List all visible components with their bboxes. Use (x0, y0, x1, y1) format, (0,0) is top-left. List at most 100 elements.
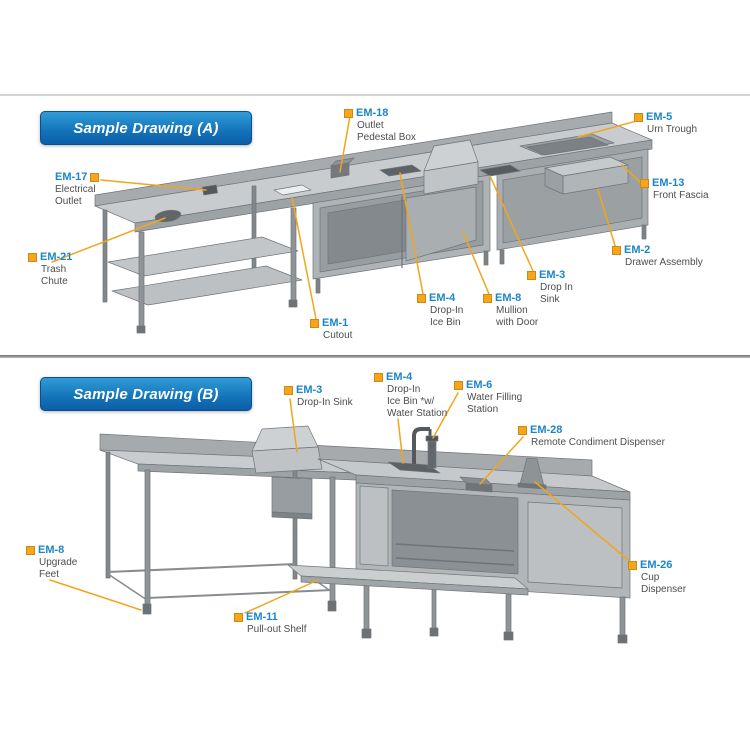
callout-em-11: EM-11 Pull-out Shelf (234, 611, 306, 636)
cabinet-left-panel (359, 485, 389, 567)
leg-foot (617, 634, 628, 644)
callout-desc: Trash Chute (41, 263, 68, 287)
callout-id: EM-4 (429, 292, 456, 304)
callout-em-6: EM-6 Water Filling Station (454, 379, 522, 416)
table-leg (138, 231, 145, 329)
callout-id: EM-8 (495, 292, 522, 304)
callout-desc: Pull-out Shelf (247, 623, 307, 635)
marker-icon (640, 178, 649, 188)
leader-em4a (399, 172, 424, 295)
callout-desc: Remote Condiment Dispenser (531, 436, 665, 448)
leader-em1 (291, 196, 317, 320)
callout-id: EM-3 (539, 269, 566, 281)
callout-desc: Water Filling Station (467, 391, 523, 415)
callout-desc: Urn Trough (647, 123, 698, 135)
callout-em-4-b: EM-4 Drop-In Ice Bin *w/ Water Station (374, 371, 447, 419)
callout-id: EM-21 (40, 251, 73, 263)
callout-desc: Drop In Sink (540, 281, 573, 305)
marker-icon (454, 380, 463, 390)
upgrade-foot (142, 603, 152, 615)
table-leg (251, 185, 257, 275)
marker-icon (234, 612, 243, 622)
cabinet-leg (641, 224, 647, 240)
drop-in-sink-a (479, 164, 521, 177)
sample-drawing-a-title: Sample Drawing (A) (73, 119, 219, 137)
leader-em18 (339, 115, 351, 173)
cabinet-leg (619, 596, 626, 638)
marker-icon (628, 560, 637, 570)
callout-em-21: EM-21 Trash Chute (28, 251, 72, 288)
callout-desc: Front Fascia (653, 189, 709, 201)
table-leg (290, 207, 297, 303)
drawer-slide (395, 557, 515, 566)
callout-em-18: EM-18 Outlet Pedestal Box (344, 107, 416, 144)
leg-foot (503, 631, 514, 641)
callout-desc: Cutout (323, 329, 353, 341)
callout-em-26: EM-26 Cup Dispenser (628, 559, 686, 596)
callout-id: EM-3 (296, 384, 323, 396)
cabinet-open-section (391, 489, 519, 575)
leader-em5 (577, 119, 641, 138)
cabinet-leg (363, 580, 370, 632)
callout-desc: Drop-In Ice Bin *w/ Water Station (387, 383, 448, 419)
upgrade-foot (327, 600, 337, 612)
leader-em3b (289, 398, 298, 453)
cabinet-leg (315, 278, 321, 294)
marker-icon (483, 293, 492, 303)
drop-in-ice-bin-a (379, 164, 422, 177)
cabinet-leg (431, 585, 437, 631)
leg-foot (288, 299, 298, 308)
callout-em-8-a: EM-8 Mullion with Door (483, 292, 538, 329)
callout-id: EM-17 (55, 171, 88, 183)
callout-em-3-b: EM-3 Drop-In Sink (284, 384, 353, 409)
sample-drawing-b-banner: Sample Drawing (B) (40, 377, 252, 411)
leader-em21 (51, 217, 166, 263)
cross-brace (146, 589, 333, 599)
leader-em8b (49, 579, 142, 611)
marker-icon (90, 172, 100, 182)
water-filling-station (427, 439, 437, 469)
hood-front-b (251, 446, 323, 474)
leader-em11 (244, 579, 319, 614)
callout-id: EM-11 (246, 611, 278, 623)
condiment-dispenser-front (465, 482, 493, 493)
electrical-outlet-box (202, 184, 218, 196)
leader-lines (49, 115, 645, 614)
undershelf-lower (111, 265, 303, 306)
marker-icon (374, 372, 383, 382)
callout-id: EM-28 (530, 424, 563, 436)
callout-id: EM-26 (640, 559, 673, 571)
marker-icon (518, 425, 527, 435)
faucet (412, 427, 430, 464)
cross-brace (107, 563, 296, 573)
marker-icon (344, 108, 353, 118)
callout-em-1: EM-1 Cutout (310, 317, 352, 342)
marker-icon (634, 112, 643, 122)
sample-drawing-a-banner: Sample Drawing (A) (40, 111, 252, 145)
callout-desc: Outlet Pedestal Box (357, 119, 416, 143)
leader-em6 (432, 392, 459, 439)
marker-icon (417, 293, 426, 303)
sample-drawing-b-title: Sample Drawing (B) (73, 385, 219, 403)
callout-desc: Cup Dispenser (641, 571, 687, 595)
marker-icon (26, 545, 35, 555)
cross-brace (107, 573, 148, 601)
callout-em-8-b: EM-8 Upgrade Feet (26, 544, 77, 581)
marker-icon (310, 318, 319, 328)
hood-front-a (423, 161, 479, 195)
leader-em26 (534, 481, 634, 565)
leg-foot (136, 325, 146, 334)
callout-desc: Upgrade Feet (39, 556, 78, 580)
callout-id: EM-8 (38, 544, 65, 556)
callout-id: EM-13 (652, 177, 685, 189)
cabinet-leg (483, 250, 489, 266)
leg-foot (361, 628, 372, 639)
callout-em-3-a: EM-3 Drop In Sink (527, 269, 573, 306)
callout-desc: Mullion with Door (496, 304, 539, 328)
callout-em-17: EM-17 Electrical Outlet (55, 171, 100, 208)
marker-icon (612, 245, 621, 255)
callout-em-13: EM-13 Front Fascia (640, 177, 709, 202)
callout-desc: Drawer Assembly (625, 256, 703, 268)
